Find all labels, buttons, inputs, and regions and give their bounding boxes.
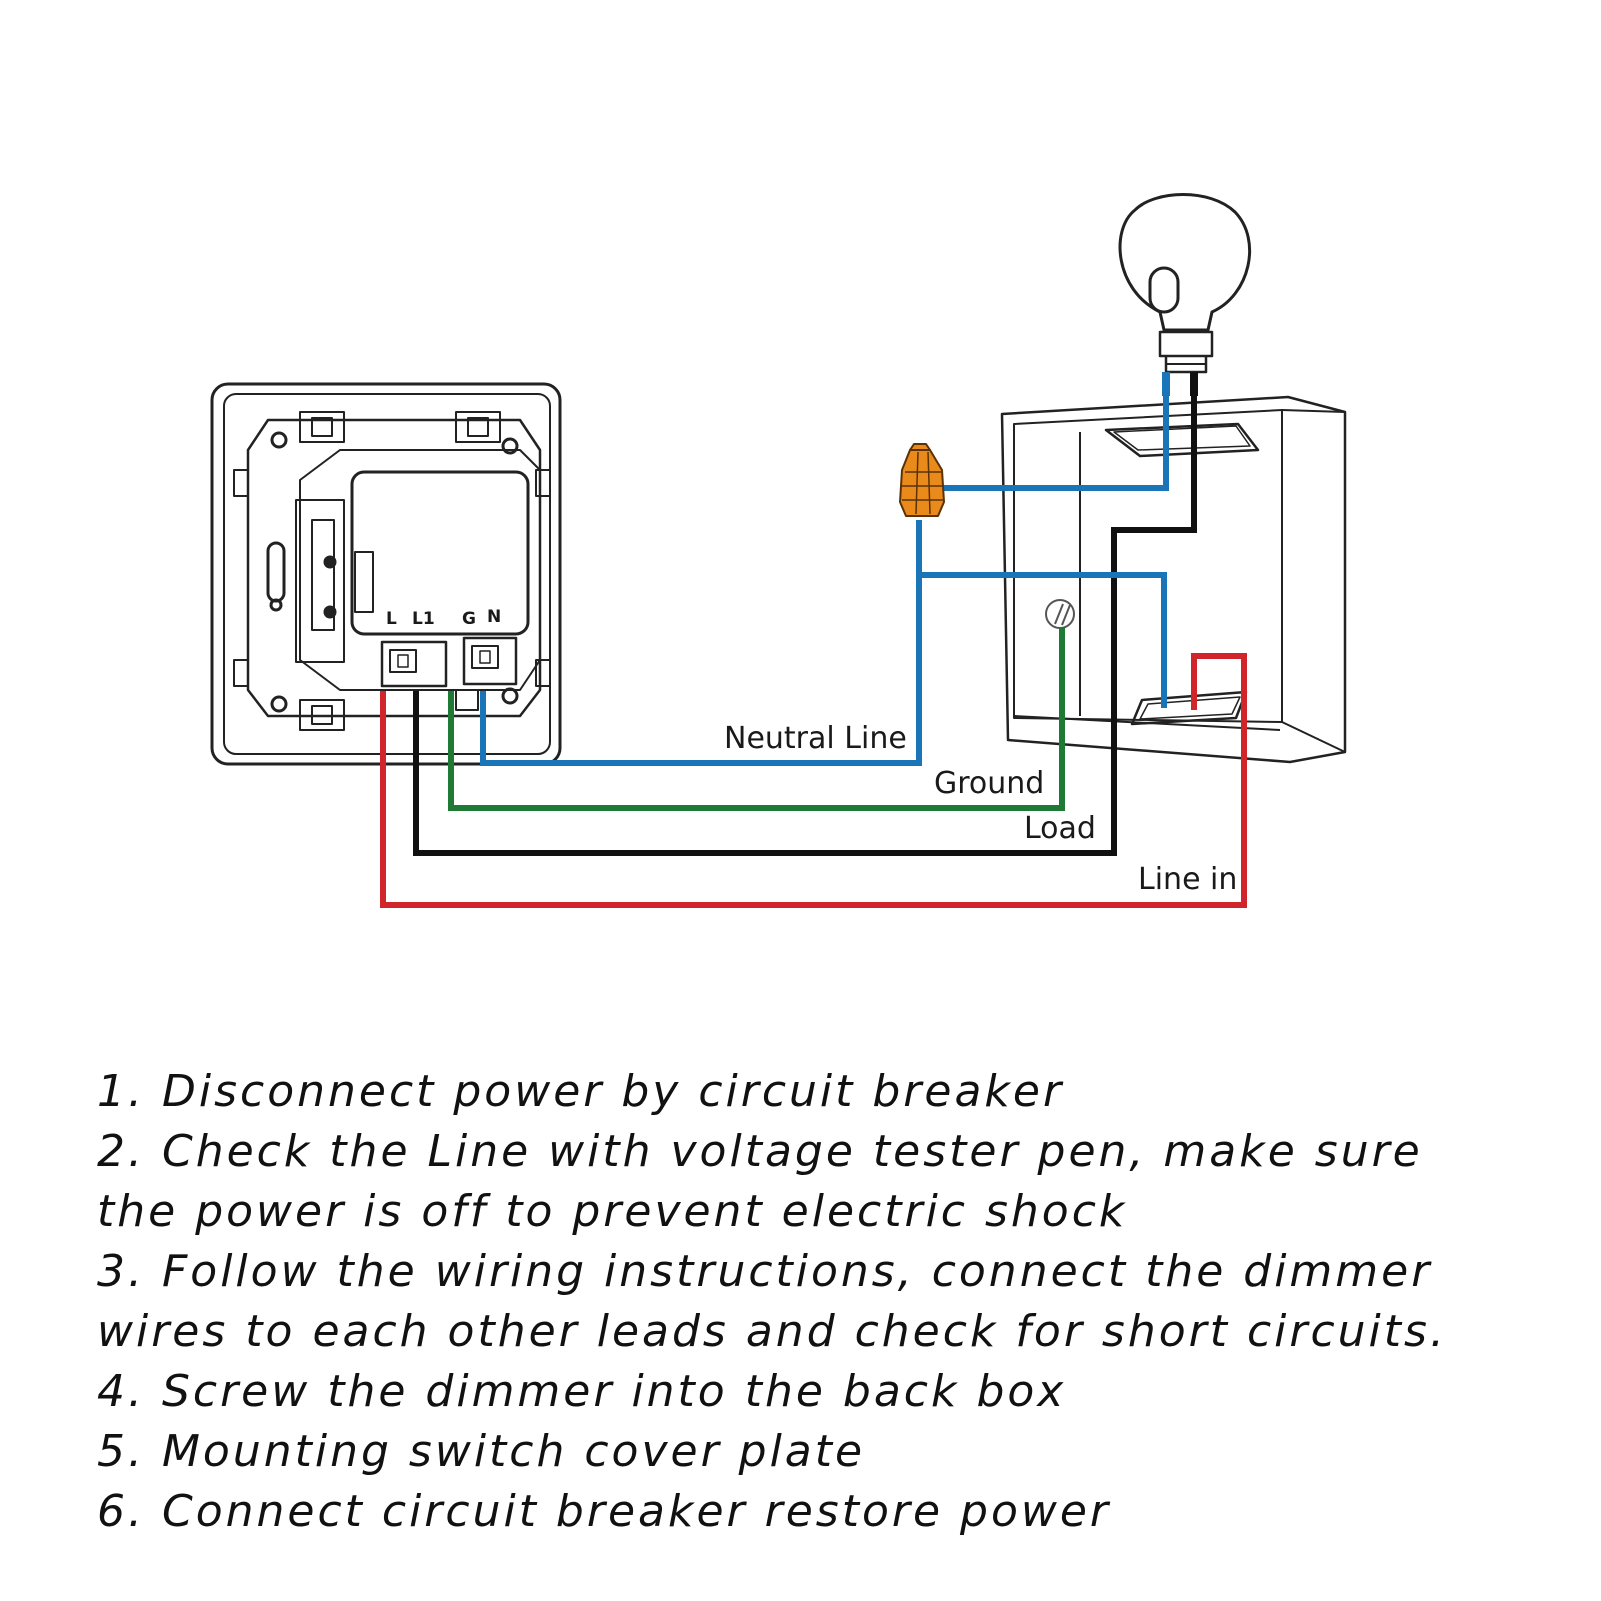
switch-mount-plate [246, 418, 542, 718]
wire-neutral-load [919, 572, 1167, 708]
instruction-step-4: 4. Screw the dimmer into the back box [97, 1366, 1067, 1417]
instruction-step-3: 3. Follow the wiring instructions, conne… [97, 1246, 1433, 1297]
wiring-diagram: L L1 G N [210, 193, 1347, 908]
wire-line-in [380, 653, 1247, 908]
instruction-step-1: 1. Disconnect power by circuit breaker [97, 1066, 1065, 1117]
instruction-step-6: 6. Connect circuit breaker restore power [97, 1486, 1112, 1537]
switch-frame-inner [223, 393, 551, 755]
label-ground: Ground [934, 766, 1044, 801]
instructions: 1. Disconnect power by circuit breaker 2… [97, 1062, 1557, 1542]
wire-ground [448, 628, 1065, 811]
terminal-block-right [462, 636, 518, 686]
terminal-label-l: L [386, 609, 397, 629]
instruction-step-2-cont: the power is off to prevent electric sho… [97, 1186, 1128, 1237]
junction-box [1000, 395, 1347, 764]
instruction-step-2: 2. Check the Line with voltage tester pe… [97, 1126, 1423, 1177]
label-load: Load [1024, 811, 1096, 846]
label-line-in: Line in [1138, 862, 1237, 897]
instruction-step-3-cont: wires to each other leads and check for … [97, 1306, 1447, 1357]
lamp-leads [1162, 372, 1198, 396]
wire-load [413, 392, 1197, 856]
dimmer-module [350, 470, 530, 636]
terminal-label-g: G [462, 609, 476, 629]
terminal-block-left [380, 640, 448, 688]
wire-neutral [480, 520, 922, 766]
light-bulb-icon [1118, 193, 1251, 374]
label-neutral-line: Neutral Line [724, 721, 907, 756]
terminal-labels: L L1 G N [386, 607, 501, 629]
terminal-label-l1: L1 [412, 609, 435, 629]
wire-nut-icon [899, 443, 945, 517]
ground-screw-icon [1045, 599, 1075, 629]
wire-neutral-lamp [938, 392, 1169, 491]
box-outer [1000, 395, 1347, 764]
terminal-label-n: N [487, 607, 501, 627]
wires [380, 392, 1247, 908]
instruction-step-5: 5. Mounting switch cover plate [97, 1426, 866, 1477]
